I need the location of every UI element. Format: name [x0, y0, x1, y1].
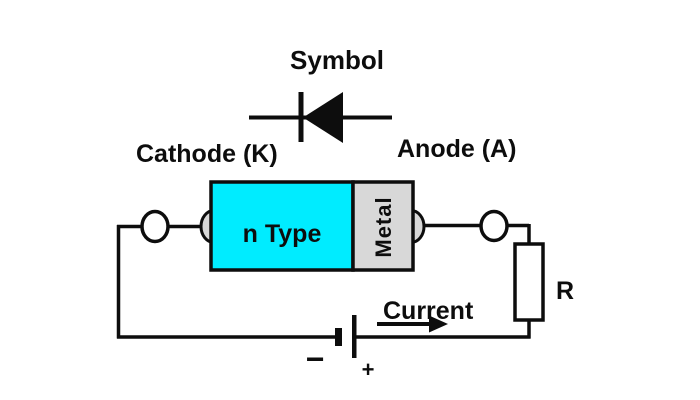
n-type-block: [209, 180, 355, 272]
n-type-label: n Type: [243, 220, 322, 248]
anode-terminal-circle: [479, 209, 509, 243]
cathode-label: Cathode (K): [136, 140, 278, 168]
battery-symbol: [335, 315, 357, 358]
anode-label: Anode (A): [397, 135, 516, 163]
metal-block: [351, 180, 415, 272]
cathode-terminal-circle: [140, 209, 170, 244]
current-arrow: [377, 315, 448, 333]
current-label: Current: [383, 297, 474, 325]
metal-label: Metal: [371, 196, 396, 257]
resistor-symbol: [513, 242, 545, 322]
symbol-title: Symbol: [290, 45, 384, 75]
battery-negative-label: −: [306, 341, 325, 377]
resistor-label: R: [556, 277, 574, 305]
battery-negative-plate: [335, 328, 342, 346]
diode-triangle: [303, 92, 343, 143]
current-arrow-head: [429, 315, 448, 333]
battery-positive-plate: [352, 315, 357, 358]
diode-schematic-symbol: [249, 92, 392, 143]
battery-positive-label: +: [362, 357, 375, 382]
